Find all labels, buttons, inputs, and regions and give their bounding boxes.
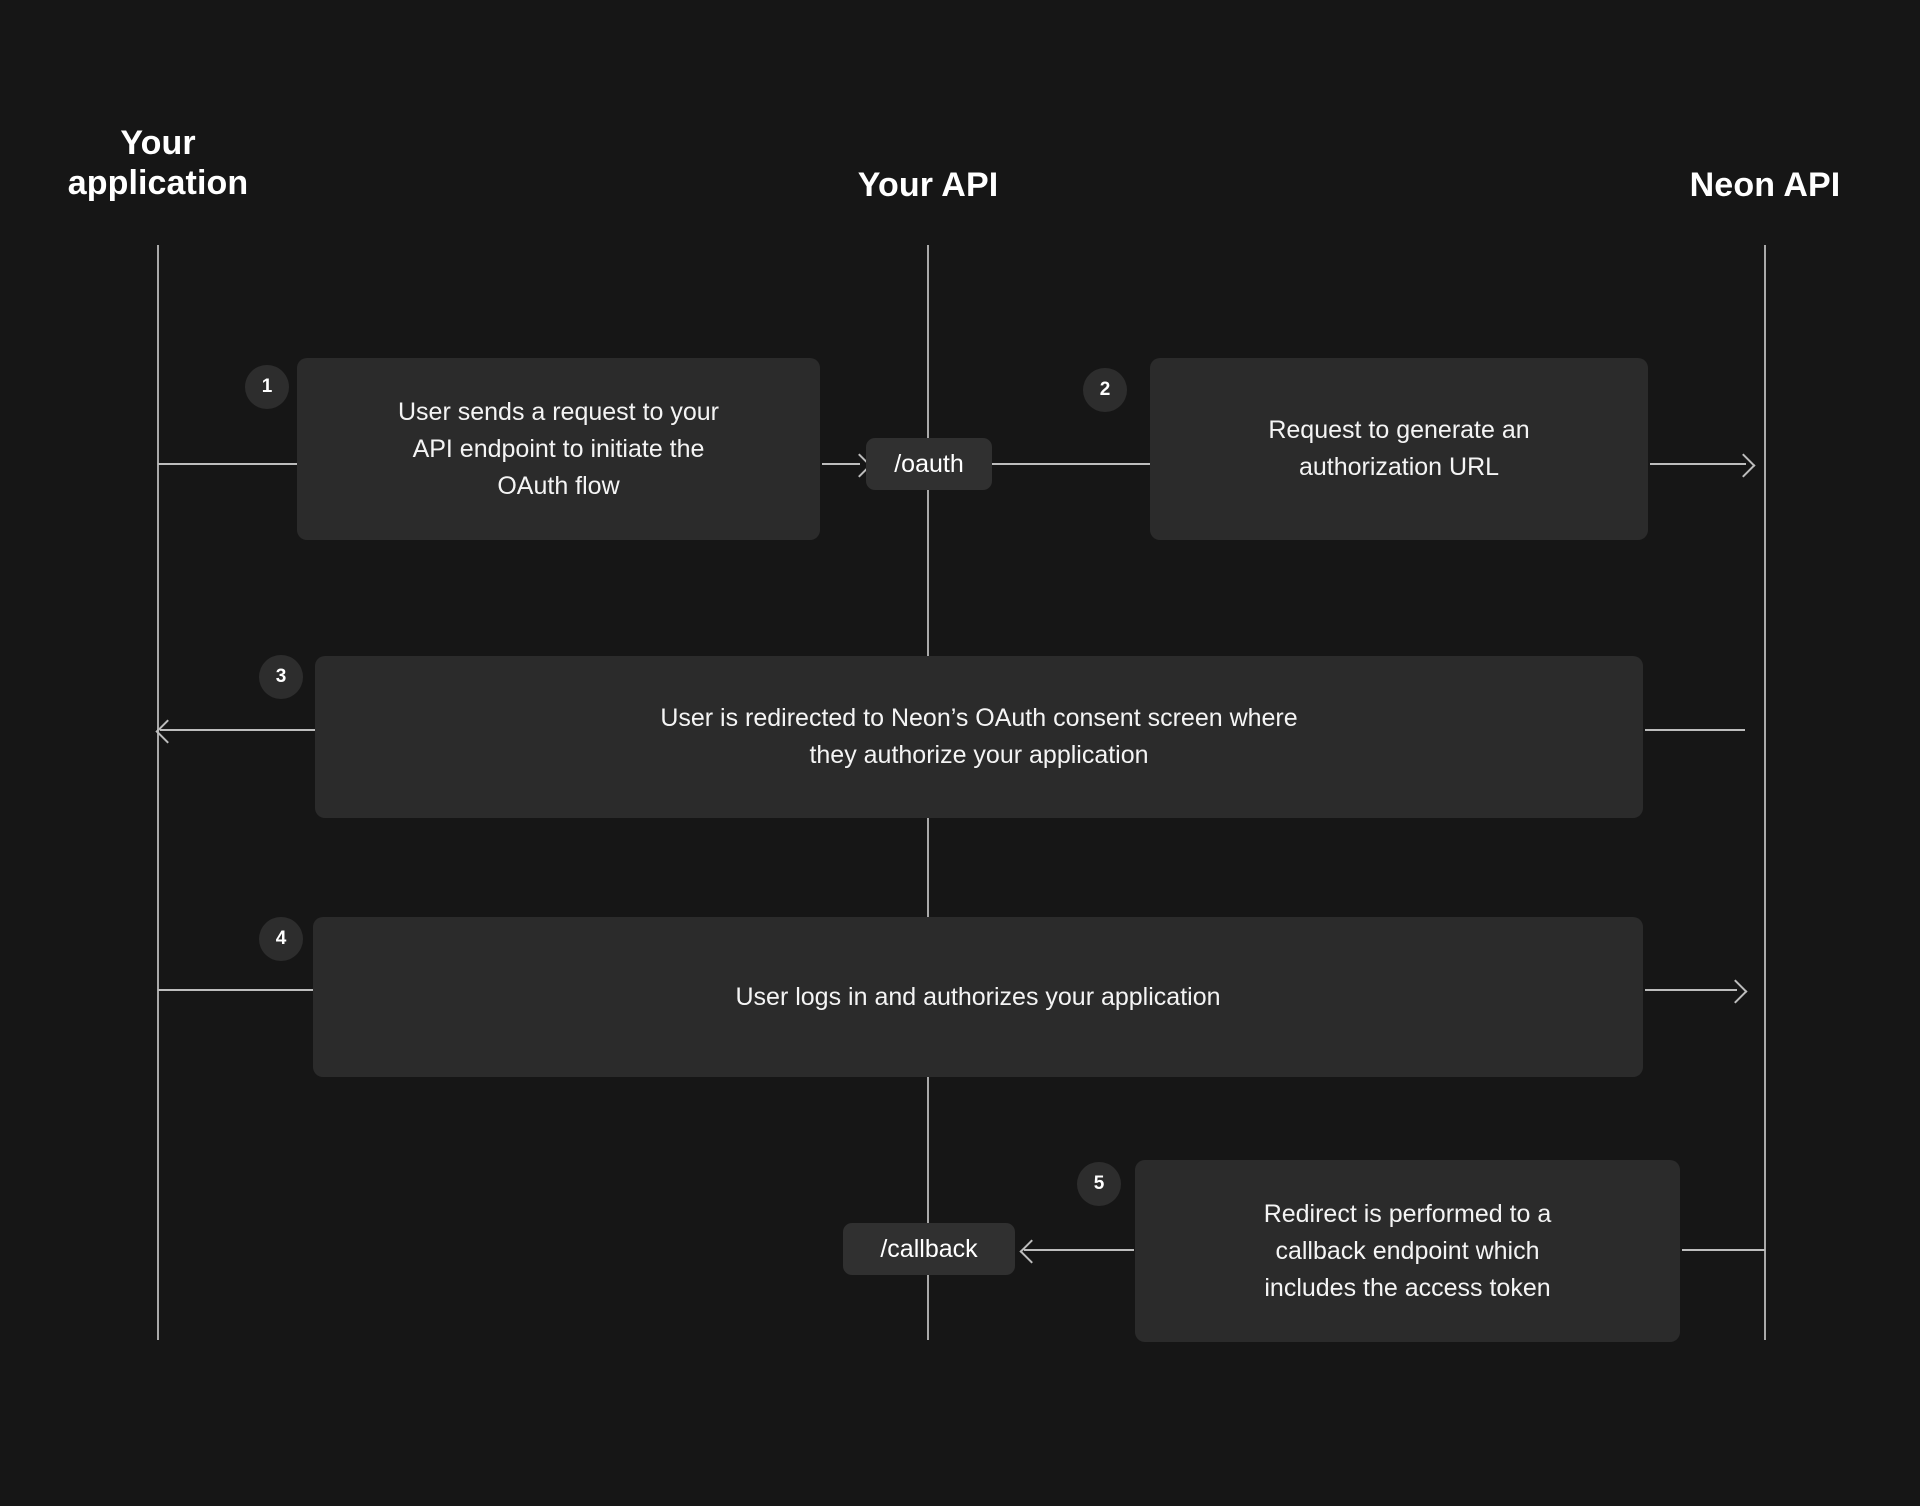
- step-3-arrowhead: [155, 719, 180, 744]
- step-4-arrowhead: [1723, 979, 1748, 1004]
- step-4-message-box: User logs in and authorizes your applica…: [313, 917, 1643, 1077]
- endpoint-pill-oauth[interactable]: /oauth: [866, 438, 992, 490]
- lifeline-your-application: [157, 245, 159, 1340]
- step-badge-4: 4: [259, 917, 303, 961]
- lifeline-label-your-application: Your application: [67, 124, 249, 203]
- step-3-line-right: [1645, 729, 1745, 731]
- endpoint-pill-callback[interactable]: /callback: [843, 1223, 1015, 1275]
- step-3-line-left: [160, 729, 315, 731]
- step-5-arrowhead: [1019, 1239, 1044, 1264]
- step-1-message-box: User sends a request to your API endpoin…: [297, 358, 820, 540]
- step-2-line-right: [1650, 463, 1746, 465]
- step-2-arrowhead: [1731, 453, 1756, 478]
- lifeline-label-your-api: Your API: [857, 166, 999, 204]
- step-2-message-box: Request to generate an authorization URL: [1150, 358, 1648, 540]
- step-5-line-left: [1024, 1249, 1134, 1251]
- step-5-message-box: Redirect is performed to a callback endp…: [1135, 1160, 1680, 1342]
- step-4-line-left: [158, 989, 313, 991]
- lifeline-neon-api: [1764, 245, 1766, 1340]
- step-2-line-left: [992, 463, 1150, 465]
- step-4-line-right: [1645, 989, 1737, 991]
- step-badge-5: 5: [1077, 1162, 1121, 1206]
- step-badge-3: 3: [259, 655, 303, 699]
- step-1-line-left: [158, 463, 298, 465]
- step-5-line-right: [1682, 1249, 1765, 1251]
- step-3-message-box: User is redirected to Neon’s OAuth conse…: [315, 656, 1643, 818]
- step-1-line-to-oauth: [822, 463, 860, 465]
- step-badge-2: 2: [1083, 368, 1127, 412]
- lifeline-label-neon-api: Neon API: [1689, 166, 1841, 204]
- step-badge-1: 1: [245, 365, 289, 409]
